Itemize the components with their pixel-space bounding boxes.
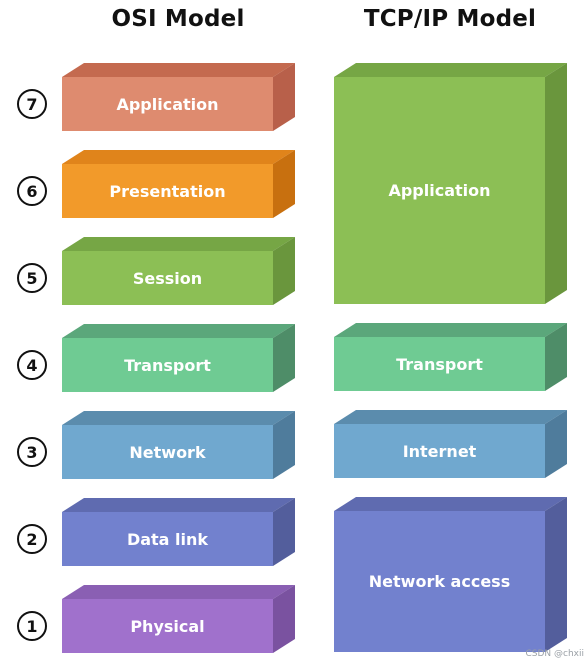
osi-layer-session: Session [62,237,295,305]
tcp-layer-network-access-label: Network access [334,511,545,652]
osi-layer-data-link-top-face [62,498,295,512]
osi-layer-physical-label: Physical [62,599,273,653]
tcp-layer-application-label: Application [334,77,545,304]
osi-layer-transport-side-face [273,324,295,392]
osi-layer-network: Network [62,411,295,479]
osi-layer-physical: Physical [62,585,295,653]
osi-layer-data-link-side-face [273,498,295,566]
osi-layer-session-side-face [273,237,295,305]
osi-layer-network-label: Network [62,425,273,479]
osi-layer-session-top-face [62,237,295,251]
tcp-layer-network-access-side-face [545,497,567,652]
osi-layer-network-side-face [273,411,295,479]
tcp-layer-application-top-face [334,63,567,77]
tcp-layer-transport-top-face [334,323,567,337]
osi-layer-physical-top-face [62,585,295,599]
tcp-layer-internet: Internet [334,410,567,478]
tcp-layer-internet-side-face [545,410,567,478]
layer-number-7: 7 [17,89,47,119]
tcp-layer-application-side-face [545,63,567,304]
osi-layer-presentation-label: Presentation [62,164,273,218]
tcp-layer-internet-top-face [334,410,567,424]
osi-layer-application-top-face [62,63,295,77]
layer-number-6: 6 [17,176,47,206]
layer-number-1: 1 [17,611,47,641]
osi-model-title: OSI Model [111,6,245,32]
osi-layer-session-label: Session [62,251,273,305]
osi-layer-presentation: Presentation [62,150,295,218]
layer-number-2: 2 [17,524,47,554]
tcp-layer-transport: Transport [334,323,567,391]
osi-layer-transport-label: Transport [62,338,273,392]
layer-number-4: 4 [17,350,47,380]
osi-layer-application-side-face [273,63,295,131]
tcp-layer-internet-label: Internet [334,424,545,478]
osi-layer-application: Application [62,63,295,131]
tcp-layer-application: Application [334,63,567,304]
tcp-layer-network-access-top-face [334,497,567,511]
watermark: CSDN @chxii [525,649,585,659]
layer-number-5: 5 [17,263,47,293]
osi-layer-presentation-top-face [62,150,295,164]
tcp-ip-model-title: TCP/IP Model [363,6,537,32]
osi-layer-data-link: Data link [62,498,295,566]
tcp-layer-transport-side-face [545,323,567,391]
osi-layer-transport-top-face [62,324,295,338]
osi-layer-transport: Transport [62,324,295,392]
tcp-layer-network-access: Network access [334,497,567,652]
osi-layer-application-label: Application [62,77,273,131]
osi-layer-physical-side-face [273,585,295,653]
osi-layer-presentation-side-face [273,150,295,218]
osi-layer-network-top-face [62,411,295,425]
tcp-layer-transport-label: Transport [334,337,545,391]
layer-number-3: 3 [17,437,47,467]
osi-layer-data-link-label: Data link [62,512,273,566]
